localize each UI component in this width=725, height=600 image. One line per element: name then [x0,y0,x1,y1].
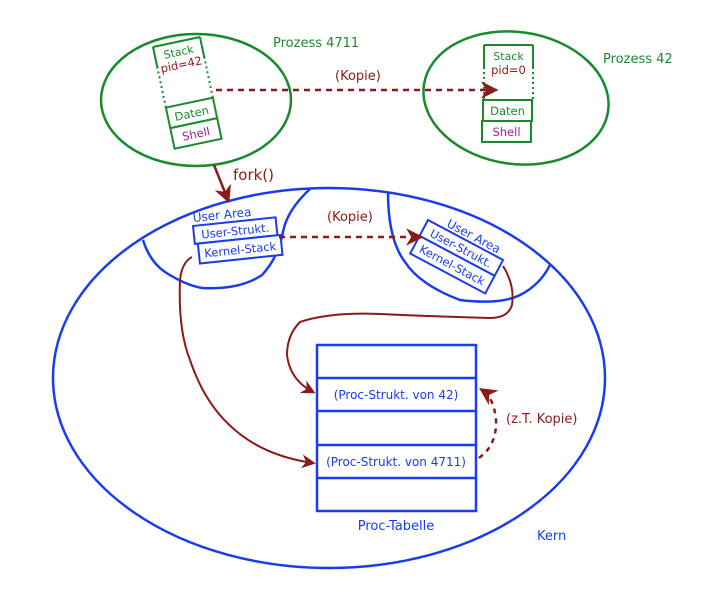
shell-label-child: Shell [492,125,520,139]
process-child-ellipse [422,30,610,166]
copy-process-label: (Kopie) [335,69,381,84]
data-label-child: Daten [490,104,525,118]
proc-table-row-2: (Proc-Strukt. von 42) [334,388,459,402]
user-area-left-region [141,187,312,290]
process-parent-memory: Stack pid=42 Daten Shell [151,35,223,150]
proc-table-label: Proc-Tabelle [358,519,435,534]
partial-copy-label: (z.T. Kopie) [506,412,577,427]
process-child-memory: Stack pid=0 Daten Shell [481,44,534,143]
fork-arrow [212,164,231,204]
link-4711-arrow [178,256,316,469]
stack-label-parent: Stack [162,43,195,62]
pid-label-child: pid=0 [491,63,526,77]
kernel-stack-left-box [196,233,284,265]
shell-segment-parent [169,117,223,150]
process-child-label: Prozess 42 [603,52,673,67]
kernel-ellipse [51,186,607,570]
shell-segment-child [481,120,532,143]
link-42-arrow [285,265,514,394]
user-area-right-region [386,191,552,303]
copy-userarea-label: (Kopie) [327,210,373,225]
proc-table: (Proc-Strukt. von 42) (Proc-Strukt. von … [315,343,478,534]
stack-label-child: Stack [493,50,524,63]
stack-frame-top [152,36,201,48]
kernel-label: Kern [537,529,566,544]
process-parent-ellipse [99,32,293,168]
shell-label-parent: Shell [181,124,211,144]
proc-table-row-4: (Proc-Strukt. von 4711) [326,455,466,469]
user-area-left-title: User Area [192,205,252,225]
fork-label: fork() [233,166,274,184]
user-area-left: User Area User-Strukt. Kernel-Stack [191,205,284,265]
partial-copy-arrow [478,388,499,460]
user-area-right: User Area User-Strukt. Kernel-Stack [408,216,505,295]
stack-frame-side [198,36,206,59]
proc-table-frame [315,343,478,513]
process-parent-label: Prozess 4711 [273,36,359,51]
stack-frame-side [152,46,159,69]
